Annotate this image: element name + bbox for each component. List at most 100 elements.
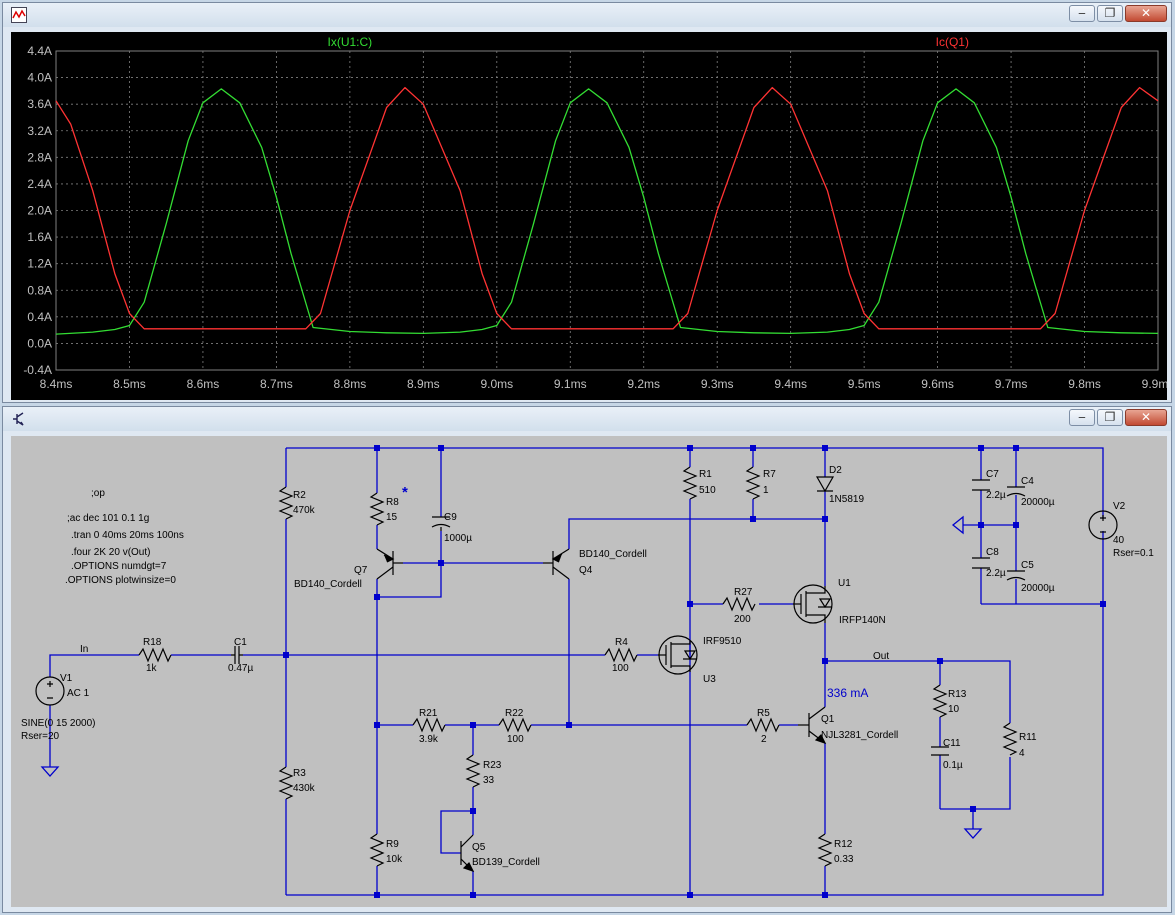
y-tick-label: 2.8A bbox=[27, 150, 52, 164]
component-label: C4 bbox=[1021, 476, 1034, 487]
legend-entry: Ix(U1:C) bbox=[328, 35, 373, 49]
current-probe-readout: 336 mA bbox=[827, 686, 868, 700]
component-symbols bbox=[35, 466, 1118, 873]
component-label: SINE(0 15 2000) bbox=[21, 718, 96, 729]
capacitor-c9-symbol bbox=[431, 516, 451, 531]
component-label: Q5 bbox=[472, 842, 486, 853]
x-tick-label: 9.3ms bbox=[701, 377, 734, 391]
directive-numdgt: .OPTIONS numdgt=7 bbox=[71, 561, 167, 572]
component-label: 1000µ bbox=[444, 533, 472, 544]
waveform-chart[interactable]: 4.4A4.0A3.6A3.2A2.8A2.4A2.0A1.6A1.2A0.8A… bbox=[11, 32, 1174, 400]
component-label: R22 bbox=[505, 708, 524, 719]
wires bbox=[49, 447, 1104, 896]
diode-d2-symbol bbox=[815, 476, 835, 493]
component-label: 15 bbox=[386, 512, 398, 523]
component-label: Q1 bbox=[821, 714, 835, 725]
resistor-r9-symbol bbox=[369, 833, 385, 867]
resistor-r23-symbol bbox=[465, 754, 481, 788]
schematic-icon bbox=[13, 412, 24, 426]
minimize-icon: ‒ bbox=[1078, 410, 1086, 424]
capacitor-c11-symbol bbox=[931, 746, 949, 756]
transistor-q1-symbol bbox=[798, 706, 827, 745]
component-label: 33 bbox=[483, 775, 495, 786]
schematic-drawing[interactable]: ;op ;ac dec 101 0.1 1g .tran 0 40ms 20ms… bbox=[11, 436, 1167, 907]
resistor-r5-symbol bbox=[746, 717, 780, 733]
voltage-source-v1-symbol bbox=[35, 676, 65, 706]
component-label: IRF9510 bbox=[703, 636, 742, 647]
component-label: 1 bbox=[763, 485, 769, 496]
component-label: 2.2µ bbox=[986, 490, 1006, 501]
y-tick-label: 2.4A bbox=[27, 177, 52, 191]
component-label: C8 bbox=[986, 547, 999, 558]
component-label: BD140_Cordell bbox=[294, 579, 362, 590]
y-tick-label: 0.4A bbox=[27, 310, 52, 324]
series-line bbox=[55, 88, 1159, 335]
x-tick-label: 9.4ms bbox=[774, 377, 807, 391]
component-label: 0.47µ bbox=[228, 663, 253, 674]
component-label: C9 bbox=[444, 512, 457, 523]
restore-button[interactable]: ❐ bbox=[1097, 5, 1123, 22]
x-tick-label: 9.5ms bbox=[848, 377, 881, 391]
y-tick-label: 0.8A bbox=[27, 283, 52, 297]
waveform-titlebar[interactable]: ‒ ❐ ✕ bbox=[3, 3, 1171, 27]
component-label: IRFP140N bbox=[839, 615, 886, 626]
y-tick-label: 3.2A bbox=[27, 124, 52, 138]
x-tick-label: 9.1ms bbox=[554, 377, 587, 391]
component-label: 10 bbox=[948, 704, 960, 715]
capacitor-c5-symbol bbox=[1006, 570, 1026, 581]
restore-icon: ❐ bbox=[1104, 6, 1116, 20]
component-label: V2 bbox=[1113, 501, 1126, 512]
restore-button[interactable]: ❐ bbox=[1097, 409, 1123, 426]
component-label: R2 bbox=[293, 490, 306, 501]
capacitor-c1-symbol bbox=[231, 646, 243, 664]
component-label: R12 bbox=[834, 839, 853, 850]
component-label: Q7 bbox=[354, 565, 368, 576]
x-tick-label: 8.5ms bbox=[113, 377, 146, 391]
directive-four: .four 2K 20 v(Out) bbox=[71, 547, 150, 558]
component-label: R3 bbox=[293, 768, 306, 779]
component-label: R11 bbox=[1019, 732, 1037, 743]
schematic-window: ‒ ❐ ✕ bbox=[2, 406, 1172, 913]
x-tick-label: 8.8ms bbox=[334, 377, 367, 391]
transistor-q4-symbol bbox=[543, 548, 570, 580]
x-tick-label: 8.4ms bbox=[40, 377, 73, 391]
y-tick-label: -0.4A bbox=[23, 363, 52, 377]
close-button[interactable]: ✕ bbox=[1125, 409, 1167, 426]
ground-icon bbox=[963, 828, 983, 839]
schematic-canvas[interactable]: ;op ;ac dec 101 0.1 1g .tran 0 40ms 20ms… bbox=[11, 436, 1167, 907]
component-label: 4 bbox=[1019, 748, 1025, 759]
capacitor-c7-symbol bbox=[972, 479, 990, 491]
component-label: R27 bbox=[734, 587, 753, 598]
component-label: R9 bbox=[386, 839, 399, 850]
transistor-q5-symbol bbox=[460, 834, 475, 873]
component-label: R18 bbox=[143, 637, 162, 648]
component-label: U3 bbox=[703, 674, 716, 685]
component-label: 20000µ bbox=[1021, 497, 1055, 508]
x-tick-label: 8.9ms bbox=[407, 377, 440, 391]
close-icon: ✕ bbox=[1140, 6, 1152, 20]
component-label: BD140_Cordell bbox=[579, 549, 647, 560]
y-tick-label: 1.2A bbox=[27, 257, 52, 271]
component-label: C5 bbox=[1021, 560, 1034, 571]
component-label: NJL3281_Cordell bbox=[821, 730, 898, 741]
component-label: U1 bbox=[838, 578, 851, 589]
component-label: 0.1µ bbox=[943, 760, 963, 771]
minimize-button[interactable]: ‒ bbox=[1069, 5, 1095, 22]
component-label: V1 bbox=[60, 673, 73, 684]
y-tick-label: 2.0A bbox=[27, 204, 52, 218]
waveform-icon bbox=[11, 7, 27, 23]
directive-op: ;op bbox=[91, 488, 105, 499]
directive-tran: .tran 0 40ms 20ms 100ns bbox=[71, 530, 184, 541]
component-label: Rser=0.1 bbox=[1113, 548, 1154, 559]
schematic-titlebar[interactable]: ‒ ❐ ✕ bbox=[3, 407, 1171, 431]
probe-marker: * bbox=[402, 484, 408, 501]
component-label: 10k bbox=[386, 854, 403, 865]
close-button[interactable]: ✕ bbox=[1125, 5, 1167, 22]
resistor-r22-symbol bbox=[498, 717, 532, 733]
component-label: 0.33 bbox=[834, 854, 854, 865]
minimize-button[interactable]: ‒ bbox=[1069, 409, 1095, 426]
component-label: 510 bbox=[699, 485, 716, 496]
component-label: 40 bbox=[1113, 535, 1125, 546]
